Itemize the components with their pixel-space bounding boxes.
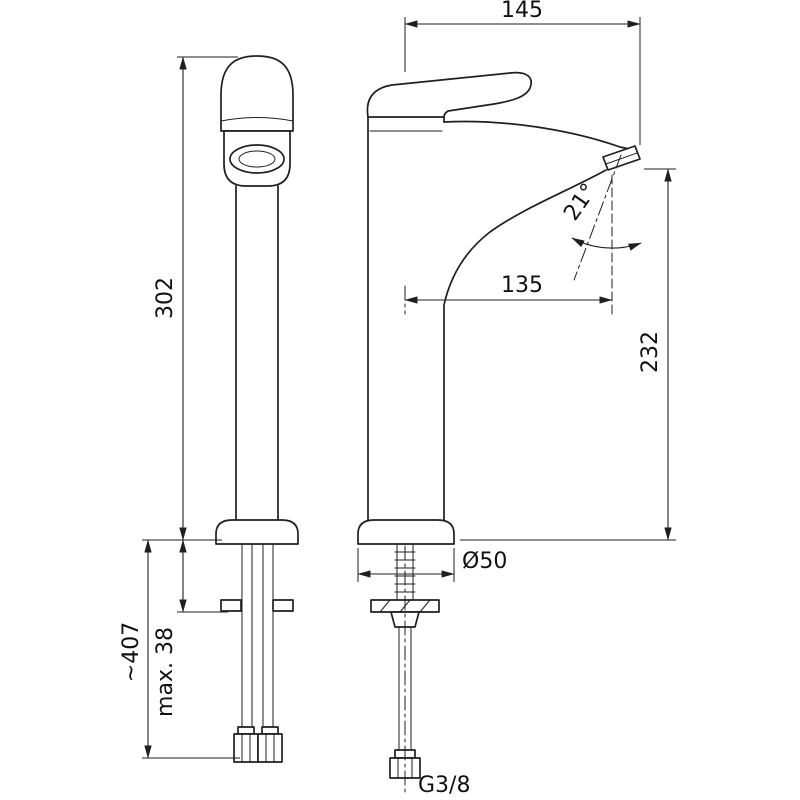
- base-flange-side: [357, 519, 455, 545]
- mounting-plate-tab-right: [272, 599, 294, 612]
- front-view: [215, 55, 299, 763]
- aerator-inner: [238, 150, 276, 168]
- spout-underside: [443, 169, 607, 521]
- spout-top-edge: [443, 116, 635, 151]
- handle-cap: [220, 55, 294, 132]
- dimensions: 145 302 21° 135 232 Ø50 ~407 max. 38: [119, 0, 676, 798]
- side-view: [357, 71, 641, 793]
- dim-label-407: ~407: [119, 622, 144, 682]
- hose-lines-front: [241, 543, 274, 734]
- hose-nut-right-flats: [265, 733, 275, 763]
- hose-nut-left-flats: [241, 733, 251, 763]
- dim-label-g38: G3/8: [418, 773, 470, 798]
- hose-nut-right: [257, 733, 283, 763]
- base-flange-front: [215, 519, 299, 545]
- angle-arc: [571, 237, 642, 251]
- mounting-nut: [390, 611, 420, 628]
- dim-label-21deg: 21°: [559, 179, 602, 225]
- fitting-nut-flats: [397, 757, 413, 779]
- hose-lines-side: [398, 626, 412, 751]
- spout-face: [223, 130, 291, 187]
- aerator-side-line: [605, 152, 638, 165]
- dim-label-145: 145: [501, 0, 543, 23]
- hose-nut-left: [233, 733, 259, 763]
- hose-collar-left: [237, 726, 255, 735]
- lever-handle: [366, 71, 532, 118]
- hose-collar-right: [261, 726, 279, 735]
- aerator-outer: [229, 144, 285, 174]
- dim-label-135: 135: [501, 273, 543, 298]
- mounting-plate-tab-left: [220, 599, 242, 612]
- angle-spout-axis: [573, 154, 622, 281]
- dim-label-max38: max. 38: [153, 627, 178, 717]
- dim-label-302: 302: [153, 277, 178, 319]
- dim-label-dia50: Ø50: [462, 549, 507, 574]
- handle-joint-line: [220, 117, 294, 122]
- dim-label-232: 232: [638, 331, 663, 373]
